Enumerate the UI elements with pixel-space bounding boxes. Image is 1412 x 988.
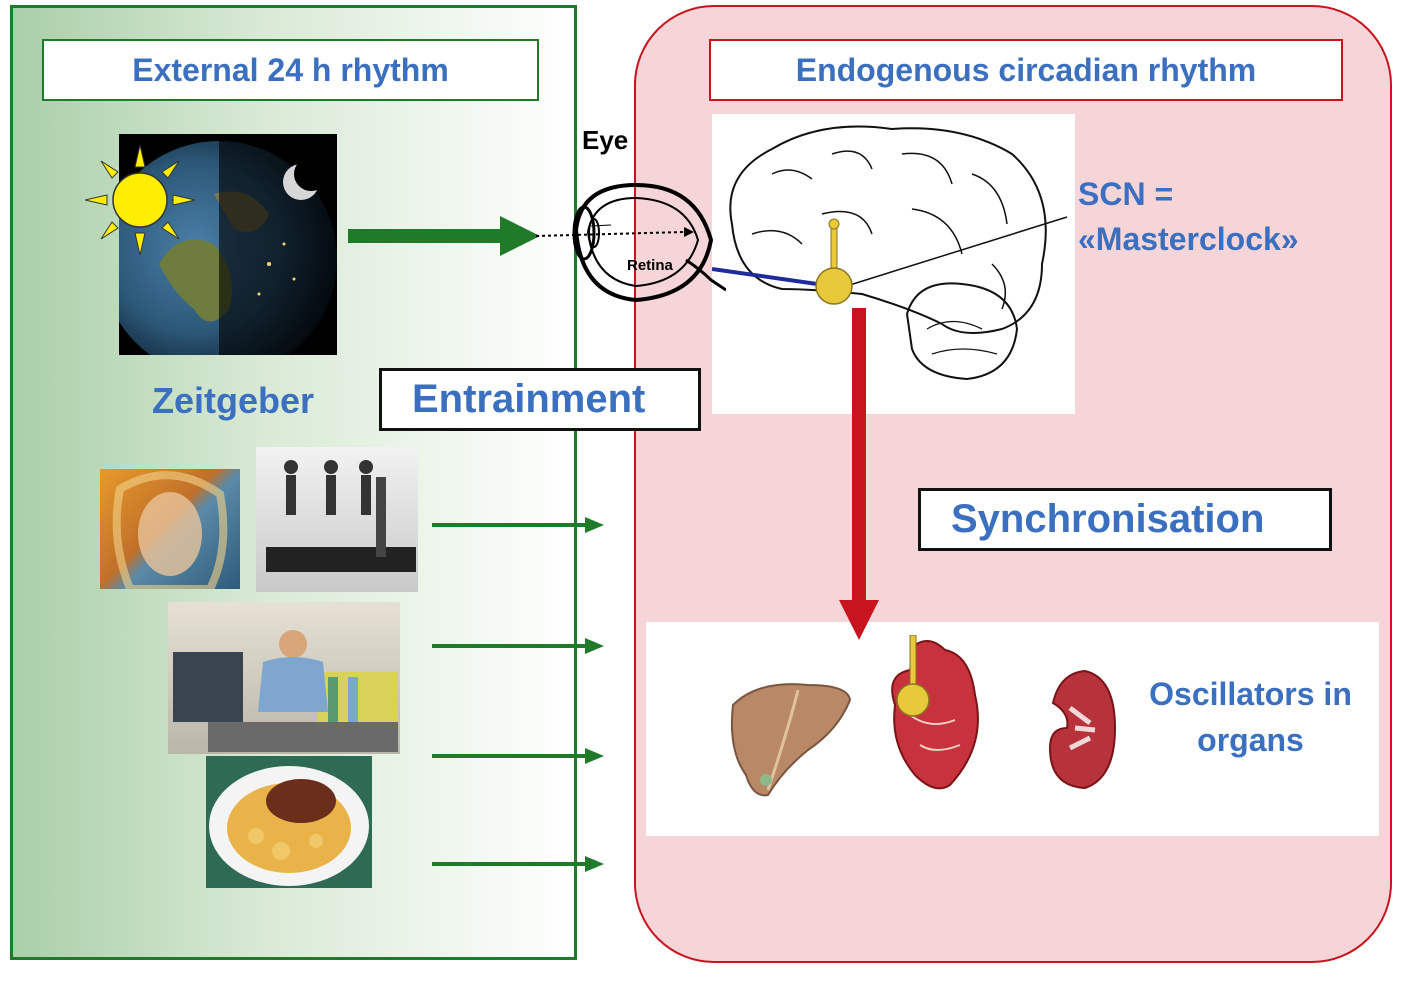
zeitgeber-arrow-2 xyxy=(432,638,604,654)
liver-icon xyxy=(730,683,852,797)
oscillators-label-line2: organs xyxy=(1197,722,1304,758)
eye-label: Eye xyxy=(582,125,629,155)
endogenous-rhythm-title: Endogenous circadian rhythm xyxy=(709,39,1343,101)
scn-label-line1: SCN = xyxy=(1078,176,1174,212)
synchronisation-box: Synchronisation xyxy=(918,488,1332,551)
retina-label: Retina xyxy=(627,257,673,274)
entrainment-box: Entrainment xyxy=(379,368,701,431)
scn-label-line2: «Masterclock» xyxy=(1078,221,1299,257)
zeitgeber-arrow-1 xyxy=(432,517,604,533)
earth-sun-moon-icon xyxy=(119,134,337,355)
light-arrow xyxy=(348,216,540,256)
eye-icon xyxy=(536,182,726,303)
treadmill-photo xyxy=(256,447,418,592)
person-photo xyxy=(100,469,240,589)
heart-icon xyxy=(891,635,979,790)
kidney-icon xyxy=(1048,669,1117,790)
brain-icon xyxy=(712,125,1068,381)
oscillators-label-line1: Oscillators in xyxy=(1149,676,1352,712)
external-rhythm-title: External 24 h rhythm xyxy=(42,39,539,101)
meal-photo xyxy=(206,756,372,888)
zeitgeber-label: Zeitgeber xyxy=(152,380,315,421)
zeitgeber-arrow-4 xyxy=(432,856,604,872)
zeitgeber-arrow-3 xyxy=(432,748,604,764)
brain-area xyxy=(712,114,1075,414)
office-worker-photo xyxy=(168,602,400,754)
synchronisation-arrow xyxy=(839,308,879,640)
sun-icon xyxy=(85,145,195,255)
